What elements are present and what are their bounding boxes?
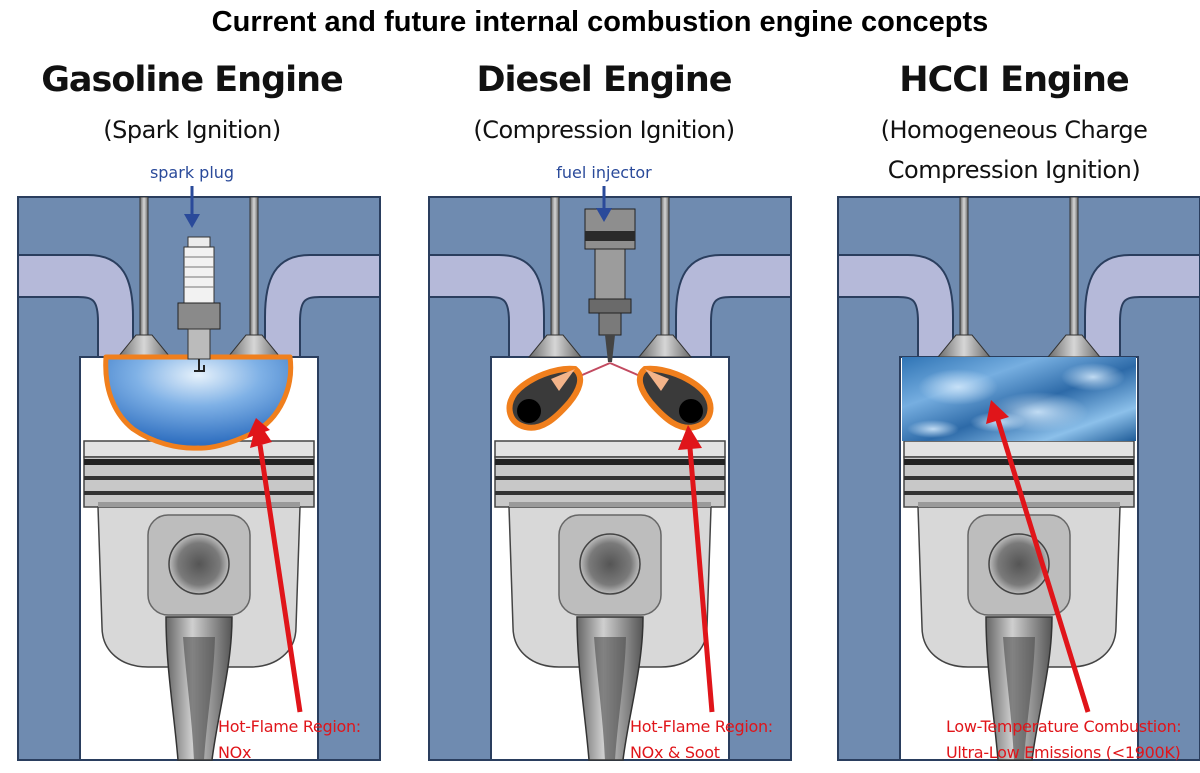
subtitle-line: Compression Ignition) bbox=[887, 156, 1141, 184]
gasoline-callout-arrow bbox=[247, 418, 303, 713]
diesel-callout-arrow bbox=[678, 425, 715, 713]
gasoline-engine-title: Gasoline Engine bbox=[41, 60, 344, 100]
fuel-spray-right bbox=[609, 362, 714, 431]
callout-line: Ultra-Low Emissions (<1900K) bbox=[946, 743, 1181, 762]
callout-line: NOx bbox=[218, 743, 252, 762]
gasoline-callout: Hot-Flame Region: NOx bbox=[218, 714, 361, 766]
spark-plug-label: spark plug bbox=[149, 163, 235, 182]
fuel-injector-pointer-arrow bbox=[596, 186, 612, 222]
page-title: Current and future internal combustion e… bbox=[211, 6, 989, 38]
callout-line: NOx & Soot bbox=[630, 743, 720, 762]
diesel-engine-title: Diesel Engine bbox=[476, 60, 732, 100]
spark-plug-pointer-arrow bbox=[184, 186, 200, 228]
hcci-engine-diagram bbox=[837, 196, 1200, 761]
hot-flame-region bbox=[103, 354, 294, 451]
hcci-engine-subtitle: (Homogeneous Charge Compression Ignition… bbox=[824, 110, 1200, 190]
hcci-engine-title: HCCI Engine bbox=[899, 60, 1129, 100]
hcci-callout-arrow bbox=[986, 400, 1091, 713]
gasoline-engine-diagram bbox=[17, 196, 381, 761]
subtitle-line: (Compression Ignition) bbox=[473, 116, 735, 144]
callout-line: Hot-Flame Region: bbox=[218, 717, 361, 736]
fuel-injector-icon bbox=[584, 208, 636, 362]
subtitle-line: (Homogeneous Charge bbox=[880, 116, 1148, 144]
spark-plug-icon bbox=[177, 236, 221, 372]
fuel-spray-left bbox=[506, 362, 611, 431]
hcci-callout: Low-Temperature Combustion: Ultra-Low Em… bbox=[946, 714, 1182, 766]
diesel-engine-diagram bbox=[428, 196, 792, 761]
fuel-injector-label: fuel injector bbox=[556, 163, 652, 182]
diesel-engine-subtitle: (Compression Ignition) bbox=[414, 110, 794, 150]
callout-line: Hot-Flame Region: bbox=[630, 717, 773, 736]
diesel-callout: Hot-Flame Region: NOx & Soot bbox=[630, 714, 773, 766]
callout-line: Low-Temperature Combustion: bbox=[946, 717, 1182, 736]
gasoline-engine-subtitle: (Spark Ignition) bbox=[2, 110, 382, 150]
subtitle-line: (Spark Ignition) bbox=[103, 116, 281, 144]
